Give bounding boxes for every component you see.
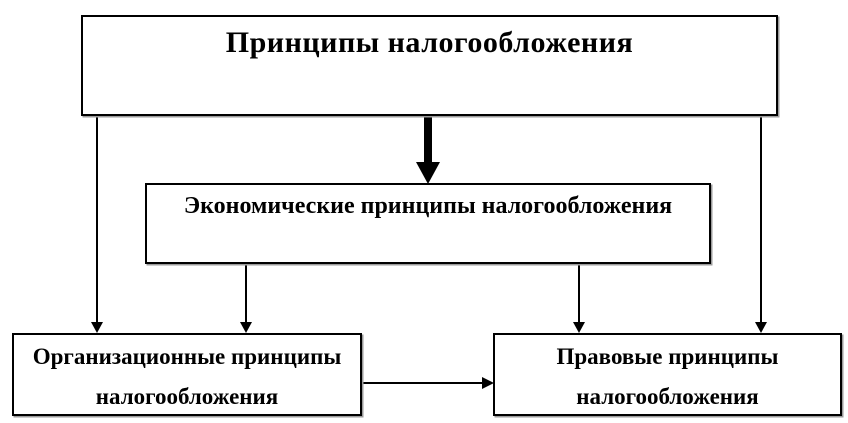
down-arrow-left-inner-icon bbox=[240, 264, 252, 333]
legal-principles-box: Правовые принципы налогообложения bbox=[493, 333, 842, 416]
organizational-principles-box: Организационные принципы налогообложения bbox=[12, 333, 362, 416]
root-principles-box: Принципы налогообложения bbox=[81, 15, 778, 116]
right-arrow-icon bbox=[362, 377, 494, 389]
down-arrow-left-outer-icon bbox=[91, 116, 103, 333]
economic-principles-box: Экономические принципы налогообложения bbox=[145, 183, 711, 264]
root-principles-label: Принципы налогообложения bbox=[225, 26, 634, 59]
organizational-principles-label-line2: налогообложения bbox=[95, 384, 279, 409]
thick-down-arrow-icon bbox=[416, 116, 440, 184]
legal-principles-label-line2: налогообложения bbox=[576, 384, 759, 409]
down-arrow-right-outer-icon bbox=[755, 116, 767, 333]
economic-principles-label: Экономические принципы налогообложения bbox=[183, 193, 673, 219]
legal-principles-label-line1: Правовые принципы bbox=[556, 344, 779, 369]
down-arrow-right-inner-icon bbox=[573, 264, 585, 333]
organizational-principles-label-line1: Организационные принципы bbox=[32, 344, 342, 369]
